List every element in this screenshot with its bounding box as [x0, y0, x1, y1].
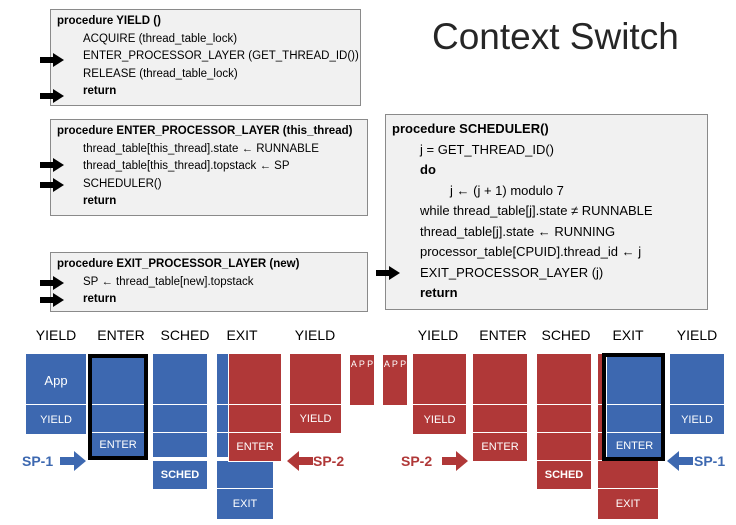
code-line: procedure ENTER_PROCESSOR_LAYER (this_th…: [57, 125, 353, 137]
stack-block: [597, 460, 659, 490]
code-box-exit: procedure EXIT_PROCESSOR_LAYER (new) SP …: [50, 252, 368, 312]
stack-block-enter: ENTER: [606, 432, 663, 460]
pointer-arrow-icon: [40, 293, 64, 307]
stack-block: [536, 404, 592, 435]
stack-block-sched: SCHED: [152, 460, 208, 490]
pointer-arrow-icon: [40, 158, 64, 172]
code-line: j = GET_THREAD_ID(): [420, 141, 554, 157]
pointer-arrow-icon: [376, 266, 400, 280]
sp2-label: SP-2: [313, 453, 345, 469]
code-line: procedure SCHEDULER(): [392, 121, 549, 136]
code-line: SP ← thread_table[new].topstack: [83, 275, 254, 288]
sp2-arrow-right-icon: [442, 451, 468, 471]
column-label: EXIT: [612, 327, 644, 343]
code-line: thread_table[j].state ← RUNNING: [420, 223, 616, 239]
column-label: SCHED: [541, 327, 591, 343]
slide-title: Context Switch: [432, 16, 679, 57]
code-line: return: [83, 195, 117, 207]
code-line: return: [83, 293, 117, 305]
column-label: YIELD: [35, 327, 77, 343]
column-label: ENTER: [97, 327, 145, 343]
stack-block-yield: YIELD: [25, 404, 87, 435]
code-line: thread_table[this_thread].state ← RUNNAB…: [83, 142, 319, 155]
stack-block: [228, 404, 282, 435]
stack-block: [152, 404, 208, 435]
sp2-label: SP-2: [401, 453, 433, 469]
column-label: YIELD: [294, 327, 336, 343]
code-line: ENTER_PROCESSOR_LAYER (GET_THREAD_ID()): [83, 50, 359, 62]
column-label: EXIT: [226, 327, 258, 343]
highlight-frame: [602, 353, 665, 461]
code-box-enter: procedure ENTER_PROCESSOR_LAYER (this_th…: [50, 119, 368, 216]
code-line: procedure EXIT_PROCESSOR_LAYER (new): [57, 258, 300, 270]
stack-block-app-vertical: A P P: [350, 355, 374, 405]
code-line: thread_table[this_thread].topstack ← SP: [83, 160, 290, 172]
code-line: ACQUIRE (thread_table_lock): [83, 32, 238, 45]
code-line: SCHEDULER(): [83, 177, 162, 190]
pointer-arrow-icon: [40, 178, 64, 192]
column-label: ENTER: [479, 327, 527, 343]
stack-block-yield: YIELD: [289, 404, 342, 434]
stack-block: [472, 404, 528, 435]
stack-block: [152, 353, 208, 407]
pointer-arrow-icon: [40, 276, 64, 290]
code-line: processor_table[CPUID].thread_id ← j: [420, 244, 642, 259]
code-box-yield: procedure YIELD () ACQUIRE (thread_table…: [50, 9, 361, 106]
code-line: procedure YIELD (): [57, 15, 161, 27]
stack-block-app: App: [25, 353, 87, 407]
stack-block: [289, 353, 342, 407]
stack-block: [412, 353, 467, 407]
code-line: RELEASE (thread_table_lock): [83, 67, 238, 80]
sp1-arrow-left-icon: [667, 451, 693, 471]
stack-block-enter: ENTER: [228, 432, 282, 462]
code-line: return: [420, 285, 458, 300]
sp1-arrow-right-icon: [60, 451, 86, 471]
stack-block: [536, 353, 592, 407]
stack-block: [669, 353, 725, 407]
code-box-scheduler: procedure SCHEDULER() j = GET_THREAD_ID(…: [385, 114, 708, 310]
stack-block-exit: EXIT: [597, 488, 659, 520]
code-line: return: [83, 85, 117, 97]
stack-block: [472, 353, 528, 407]
stack-block-sched: SCHED: [536, 460, 592, 490]
stack-block: [536, 432, 592, 462]
stack-block: [152, 432, 208, 458]
pointer-arrow-icon: [40, 53, 64, 67]
column-label: YIELD: [676, 327, 718, 343]
code-line: while thread_table[j].state ≠ RUNNABLE: [420, 203, 653, 218]
stack-block-app-vertical: A P P: [383, 355, 407, 405]
sp1-label: SP-1: [694, 453, 726, 469]
column-label: YIELD: [417, 327, 459, 343]
sp2-arrow-left-icon: [287, 451, 313, 471]
code-line: EXIT_PROCESSOR_LAYER (j): [420, 264, 604, 280]
stack-block: [216, 460, 274, 490]
column-label: SCHED: [160, 327, 210, 343]
stack-block-yield: YIELD: [412, 404, 467, 435]
stack-block-enter: ENTER: [472, 432, 528, 462]
stack-block-exit: EXIT: [216, 488, 274, 520]
stack-block-yield: YIELD: [669, 404, 725, 435]
pointer-arrow-icon: [40, 89, 64, 103]
code-line: j ← (j + 1) modulo 7: [450, 182, 564, 198]
highlight-frame: [88, 354, 148, 460]
code-line: do: [420, 162, 436, 177]
stack-block: [228, 353, 282, 407]
sp1-label: SP-1: [22, 453, 54, 469]
